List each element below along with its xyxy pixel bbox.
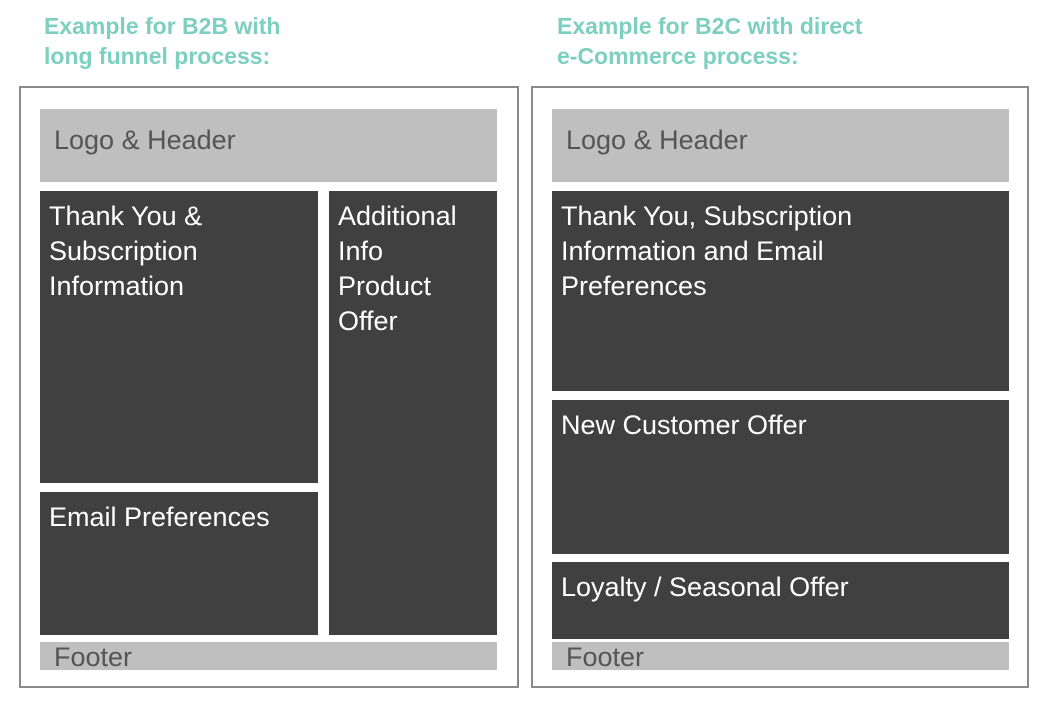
b2c-loyalty-offer-block: Loyalty / Seasonal Offer — [552, 562, 1009, 639]
b2c-new-customer-offer-block: New Customer Offer — [552, 400, 1009, 554]
b2c-thank-you-block: Thank You, Subscription Information and … — [552, 191, 1009, 391]
b2c-header-block: Logo & Header — [552, 109, 1009, 182]
b2b-header-block: Logo & Header — [40, 109, 497, 182]
b2b-caption: Example for B2B with long funnel process… — [44, 13, 281, 69]
b2b-email-preferences-block: Email Preferences — [40, 492, 318, 635]
b2b-footer-block: Footer — [40, 642, 497, 672]
b2b-layout-frame: Logo & Header Thank You & Subscription I… — [19, 86, 519, 688]
b2c-caption: Example for B2C with direct e-Commerce p… — [557, 13, 863, 69]
b2b-additional-offer-block: Additional Info Product Offer — [329, 191, 497, 635]
b2c-footer-block: Footer — [552, 642, 1009, 672]
b2c-layout-frame: Logo & Header Thank You, Subscription In… — [531, 86, 1029, 688]
b2b-thank-you-block: Thank You & Subscription Information — [40, 191, 318, 483]
